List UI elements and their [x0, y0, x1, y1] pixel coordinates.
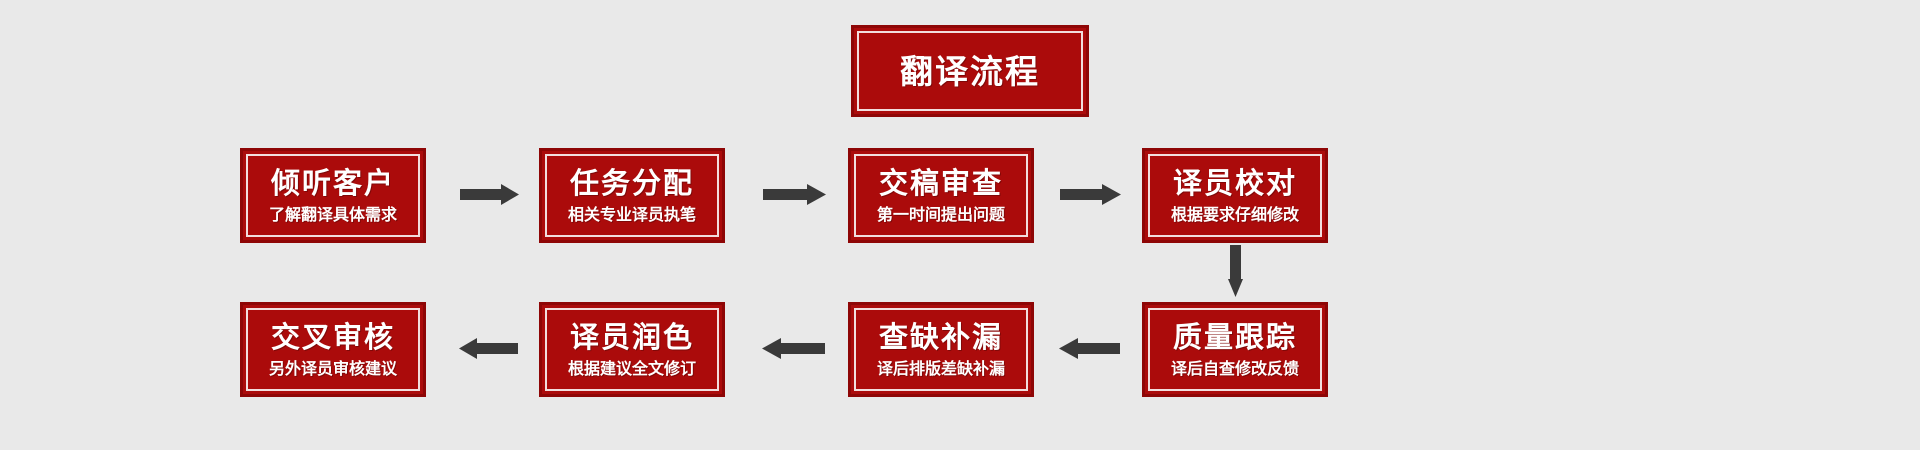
arrow-right-icon-3 [1040, 148, 1140, 243]
step-title-7: 译员润色 [569, 319, 694, 354]
flowchart-title-text: 翻译流程 [900, 51, 1040, 91]
arrow-left-icon-3 [441, 302, 537, 397]
step-title-4: 译员校对 [1172, 165, 1297, 200]
step-sub-2: 相关专业译员执笔 [567, 204, 696, 224]
step-title-6: 查缺补漏 [878, 319, 1003, 354]
step-sub-3: 第一时间提出问题 [876, 204, 1005, 224]
step-title-3: 交稿审查 [878, 165, 1003, 200]
step-box-2[interactable]: 任务分配 相关专业译员执笔 [539, 148, 725, 243]
step-box-1[interactable]: 倾听客户 了解翻译具体需求 [240, 148, 426, 243]
step-title-8: 交叉审核 [270, 319, 395, 354]
step-box-3[interactable]: 交稿审查 第一时间提出问题 [848, 148, 1034, 243]
step-sub-1: 了解翻译具体需求 [268, 204, 397, 224]
step-box-7[interactable]: 译员润色 根据建议全文修订 [539, 302, 725, 397]
step-title-5: 质量跟踪 [1172, 319, 1297, 354]
step-sub-4: 根据要求仔细修改 [1170, 204, 1299, 224]
step-title-1: 倾听客户 [270, 165, 395, 200]
arrow-right-icon-1 [441, 148, 537, 243]
step-sub-6: 译后排版差缺补漏 [876, 358, 1005, 378]
step-title-2: 任务分配 [569, 165, 694, 200]
arrow-right-icon-2 [742, 148, 846, 243]
arrow-down-icon-1 [1180, 243, 1290, 303]
step-sub-7: 根据建议全文修订 [567, 358, 696, 378]
arrow-left-icon-1 [1040, 302, 1140, 397]
step-box-4[interactable]: 译员校对 根据要求仔细修改 [1142, 148, 1328, 243]
step-box-8[interactable]: 交叉审核 另外译员审核建议 [240, 302, 426, 397]
arrow-left-icon-2 [742, 302, 846, 397]
step-sub-8: 另外译员审核建议 [268, 358, 397, 378]
step-sub-5: 译后自查修改反馈 [1170, 358, 1299, 378]
step-box-5[interactable]: 质量跟踪 译后自查修改反馈 [1142, 302, 1328, 397]
flowchart-title-box: 翻译流程 [851, 25, 1089, 117]
step-box-6[interactable]: 查缺补漏 译后排版差缺补漏 [848, 302, 1034, 397]
